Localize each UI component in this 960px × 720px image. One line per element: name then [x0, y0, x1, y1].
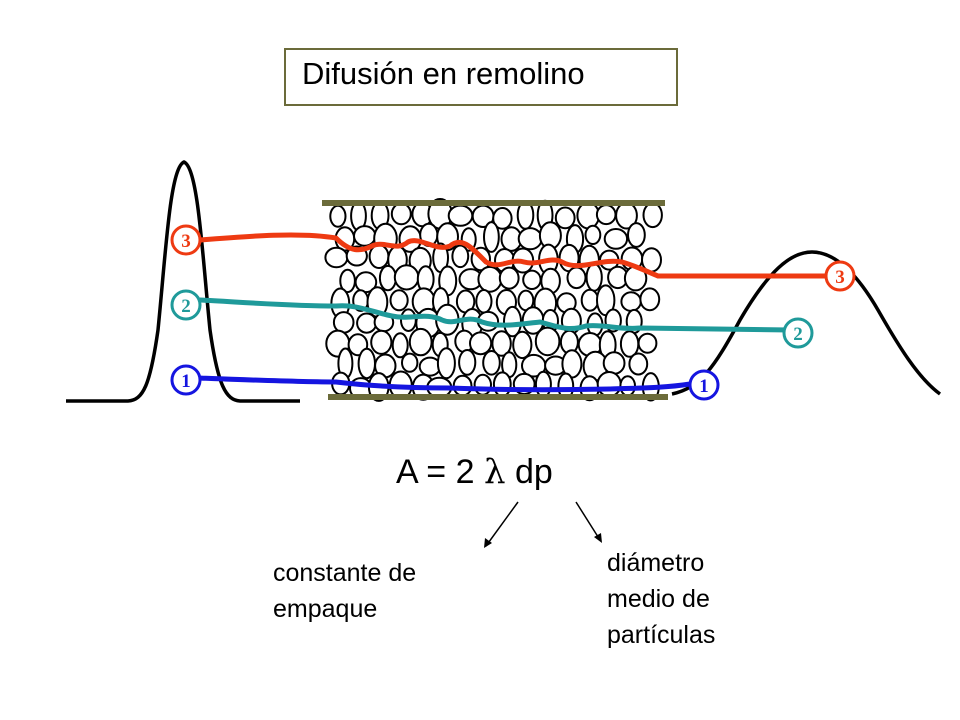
particle	[498, 266, 520, 290]
particle	[512, 330, 533, 360]
particle	[566, 266, 587, 290]
packing-constant-line-2: empaque	[273, 595, 378, 623]
particle	[400, 308, 417, 333]
particle	[332, 311, 355, 334]
particle	[393, 264, 420, 291]
formula-coefficient: 2	[455, 453, 475, 491]
particle-diameter-line-1: diámetro	[607, 549, 705, 577]
particle	[475, 289, 493, 314]
marker-out-2: 2	[782, 317, 814, 349]
particle	[637, 332, 658, 354]
particle	[491, 330, 512, 357]
particle	[522, 269, 542, 290]
particle	[596, 371, 622, 398]
particle	[642, 202, 663, 229]
particle	[329, 204, 347, 228]
marker-in-1-label: 1	[181, 371, 191, 392]
arrow-to-particle-diameter	[575, 501, 601, 541]
arrowhead-left	[484, 538, 492, 548]
particle	[324, 246, 349, 269]
particle	[391, 332, 409, 359]
particle	[492, 207, 513, 230]
marker-out-2-label: 2	[793, 324, 803, 345]
particle	[584, 224, 602, 245]
particle	[447, 204, 474, 227]
formula-lambda: λ	[483, 452, 506, 492]
formula-dp: dp	[514, 453, 553, 491]
particle	[436, 347, 456, 380]
title-box: Difusión en remolino	[284, 48, 678, 106]
marker-in-2-label: 2	[181, 296, 191, 317]
packing-constant-line-1: constante de	[273, 559, 417, 587]
particle-diameter-line-2: medio de	[607, 585, 710, 613]
particle	[603, 228, 629, 250]
arrowhead-right	[594, 533, 602, 543]
particle	[353, 225, 377, 247]
particle	[517, 227, 543, 251]
arrow-to-packing-constant	[485, 501, 519, 547]
particle	[483, 221, 500, 253]
formula-lhs: A	[396, 453, 417, 491]
marker-out-1-label: 1	[699, 376, 709, 397]
marker-out-3-label: 3	[835, 267, 845, 288]
particle	[390, 202, 412, 226]
particle	[473, 373, 492, 396]
particle-diameter-line-3: partículas	[607, 621, 716, 649]
marker-in-1: 1	[170, 364, 202, 396]
particle	[452, 374, 473, 397]
particle	[469, 331, 493, 356]
particle	[370, 329, 393, 355]
formula-equals: =	[426, 453, 447, 491]
output-peak-curve	[671, 250, 942, 396]
particle	[628, 352, 649, 376]
marker-in-2: 2	[170, 289, 202, 321]
particle	[534, 326, 561, 357]
particle	[401, 352, 419, 373]
particle	[576, 201, 601, 230]
input-peak-curve	[66, 160, 300, 403]
particle	[378, 264, 397, 292]
particle	[482, 350, 501, 376]
particle	[357, 347, 376, 380]
particle	[595, 204, 617, 226]
marker-in-3-label: 3	[181, 231, 191, 252]
marker-in-3: 3	[170, 224, 202, 256]
particle	[458, 349, 477, 376]
particle	[602, 351, 626, 375]
flow-path-2	[197, 297, 793, 333]
particle	[408, 327, 433, 357]
particle	[451, 244, 470, 269]
particle	[639, 287, 661, 312]
particle	[492, 371, 512, 398]
flow-path-1	[195, 375, 693, 393]
particle	[627, 222, 646, 248]
particle	[620, 291, 642, 312]
title: Difusión en remolino	[302, 56, 585, 91]
packed-bed-particles	[324, 198, 663, 402]
marker-out-1: 1	[688, 369, 720, 401]
particle	[580, 288, 600, 312]
particle	[356, 312, 378, 334]
particle-diameter-note: diámetro medio de partículas	[607, 545, 715, 653]
particle	[554, 206, 576, 230]
particle	[389, 289, 409, 312]
particle	[477, 265, 503, 293]
marker-out-3: 3	[824, 260, 856, 292]
flow-path-3	[197, 232, 835, 279]
formula: A = 2 λ dp	[396, 452, 553, 492]
particle	[585, 263, 603, 292]
particle	[534, 370, 552, 398]
packing-constant-note: constante de empaque	[273, 555, 416, 627]
